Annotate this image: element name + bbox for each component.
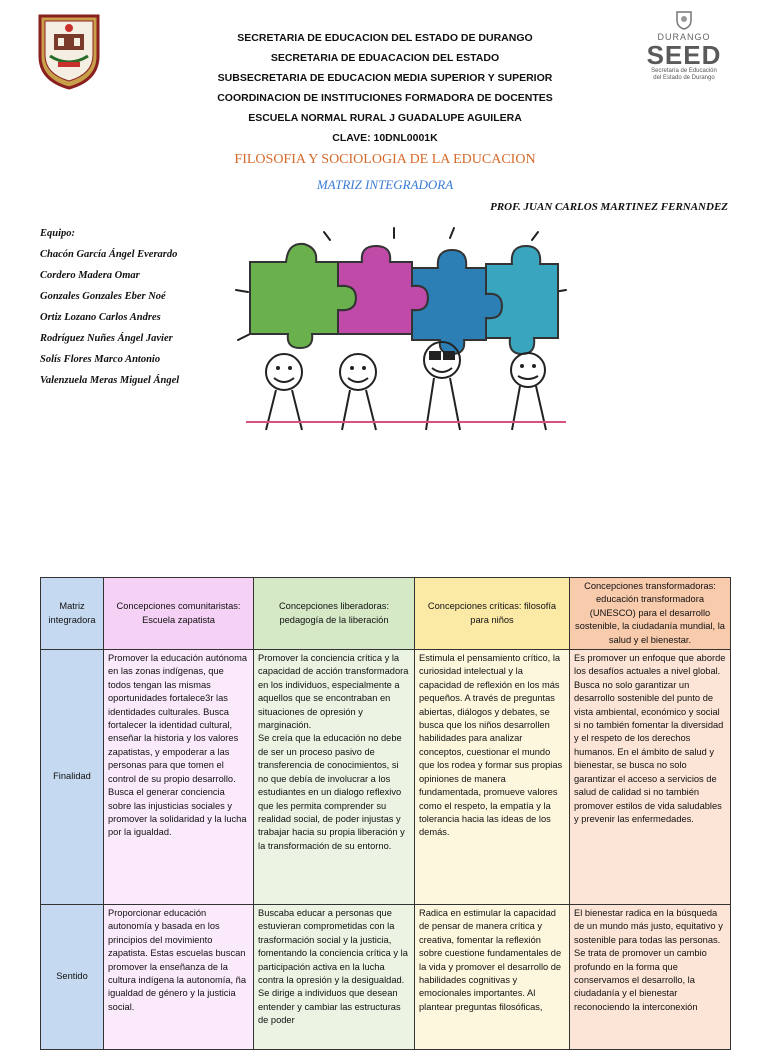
seed-logo-line2: del Estado de Durango <box>653 75 715 81</box>
table-cell: Radica en estimular la capacidad de pens… <box>414 904 570 1050</box>
header-line-1: SECRETARIA DE EDUCACION DEL ESTADO DE DU… <box>237 32 533 44</box>
school-crest-logo <box>36 10 102 90</box>
table-cell: Es promover un enfoque que aborde los de… <box>569 649 731 906</box>
team-member: Chacón García Ángel Everardo <box>40 249 178 260</box>
table-cell: Promover la conciencia crítica y la capa… <box>253 649 415 906</box>
team-member: Solís Flores Marco Antonio <box>40 354 161 365</box>
subject-title: FILOSOFIA Y SOCIOLOGIA DE LA EDUCACION <box>234 152 536 167</box>
table-cell: Proporcionar educación autonomía y basad… <box>103 904 254 1050</box>
document-title: MATRIZ INTEGRADORA <box>316 177 454 192</box>
seed-logo-small: DURANGO <box>657 32 711 42</box>
professor-name: PROF. JUAN CARLOS MARTINEZ FERNANDEZ <box>490 201 728 213</box>
table-cell: El bienestar radica en la búsqueda de un… <box>569 904 731 1050</box>
seed-durango-logo: DURANGO SEED Secretaría de Educación del… <box>636 10 732 90</box>
row-label-finalidad: Finalidad <box>40 649 104 906</box>
table-row: Finalidad Promover la educación autónoma… <box>40 649 731 906</box>
team-member: Rodríguez Nuñes Ángel Javier <box>40 333 173 344</box>
integrating-matrix-table: Matriz integradora Concepciones comunita… <box>40 576 731 1050</box>
header-line-5: ESCUELA NORMAL RURAL J GUADALUPE AGUILER… <box>248 112 522 124</box>
team-list: Equipo: Chacón García Ángel Everardo Cor… <box>40 223 179 391</box>
header-line-3: SUBSECRETARIA DE EDUCACION MEDIA SUPERIO… <box>217 72 553 84</box>
header-line-2: SECRETARIA DE EDUACACION DEL ESTADO <box>270 52 500 64</box>
team-member: Cordero Madera Omar <box>40 270 140 281</box>
row-label-sentido: Sentido <box>40 904 104 1050</box>
puzzle-teamwork-illustration <box>216 220 590 438</box>
team-member: Gonzales Gonzales Eber Noé <box>40 291 166 302</box>
seed-logo-line1: Secretaría de Educación <box>651 68 717 74</box>
column-header-criticas: Concepciones críticas: filosofía para ni… <box>414 576 570 651</box>
team-label: Equipo: <box>40 228 76 239</box>
shield-icon <box>676 11 692 30</box>
table-cell: Buscaba educar a personas que estuvieran… <box>253 904 415 1050</box>
seed-logo-big: SEED <box>646 40 722 70</box>
column-header-liberadoras: Concepciones liberadoras: pedagogía de l… <box>253 576 415 651</box>
team-member: Ortiz Lozano Carlos Andres <box>40 312 161 323</box>
team-member: Valenzuela Meras Miguel Ángel <box>40 375 180 386</box>
table-cell: Estimula el pensamiento crítico, la curi… <box>414 649 570 906</box>
table-row: Sentido Proporcionar educación autonomía… <box>40 904 731 1050</box>
table-header-row: Matriz integradora Concepciones comunita… <box>40 576 731 651</box>
column-header-comunitaristas: Concepciones comunitaristas: Escuela zap… <box>103 576 254 651</box>
table-cell: Promover la educación autónoma en las zo… <box>103 649 254 906</box>
table-corner-cell: Matriz integradora <box>40 576 104 651</box>
column-header-transformadoras: Concepciones transformadoras: educación … <box>569 576 731 651</box>
header-line-6: CLAVE: 10DNL0001K <box>332 132 438 144</box>
header-line-4: COORDINACION DE INSTITUCIONES FORMADORA … <box>217 92 553 104</box>
